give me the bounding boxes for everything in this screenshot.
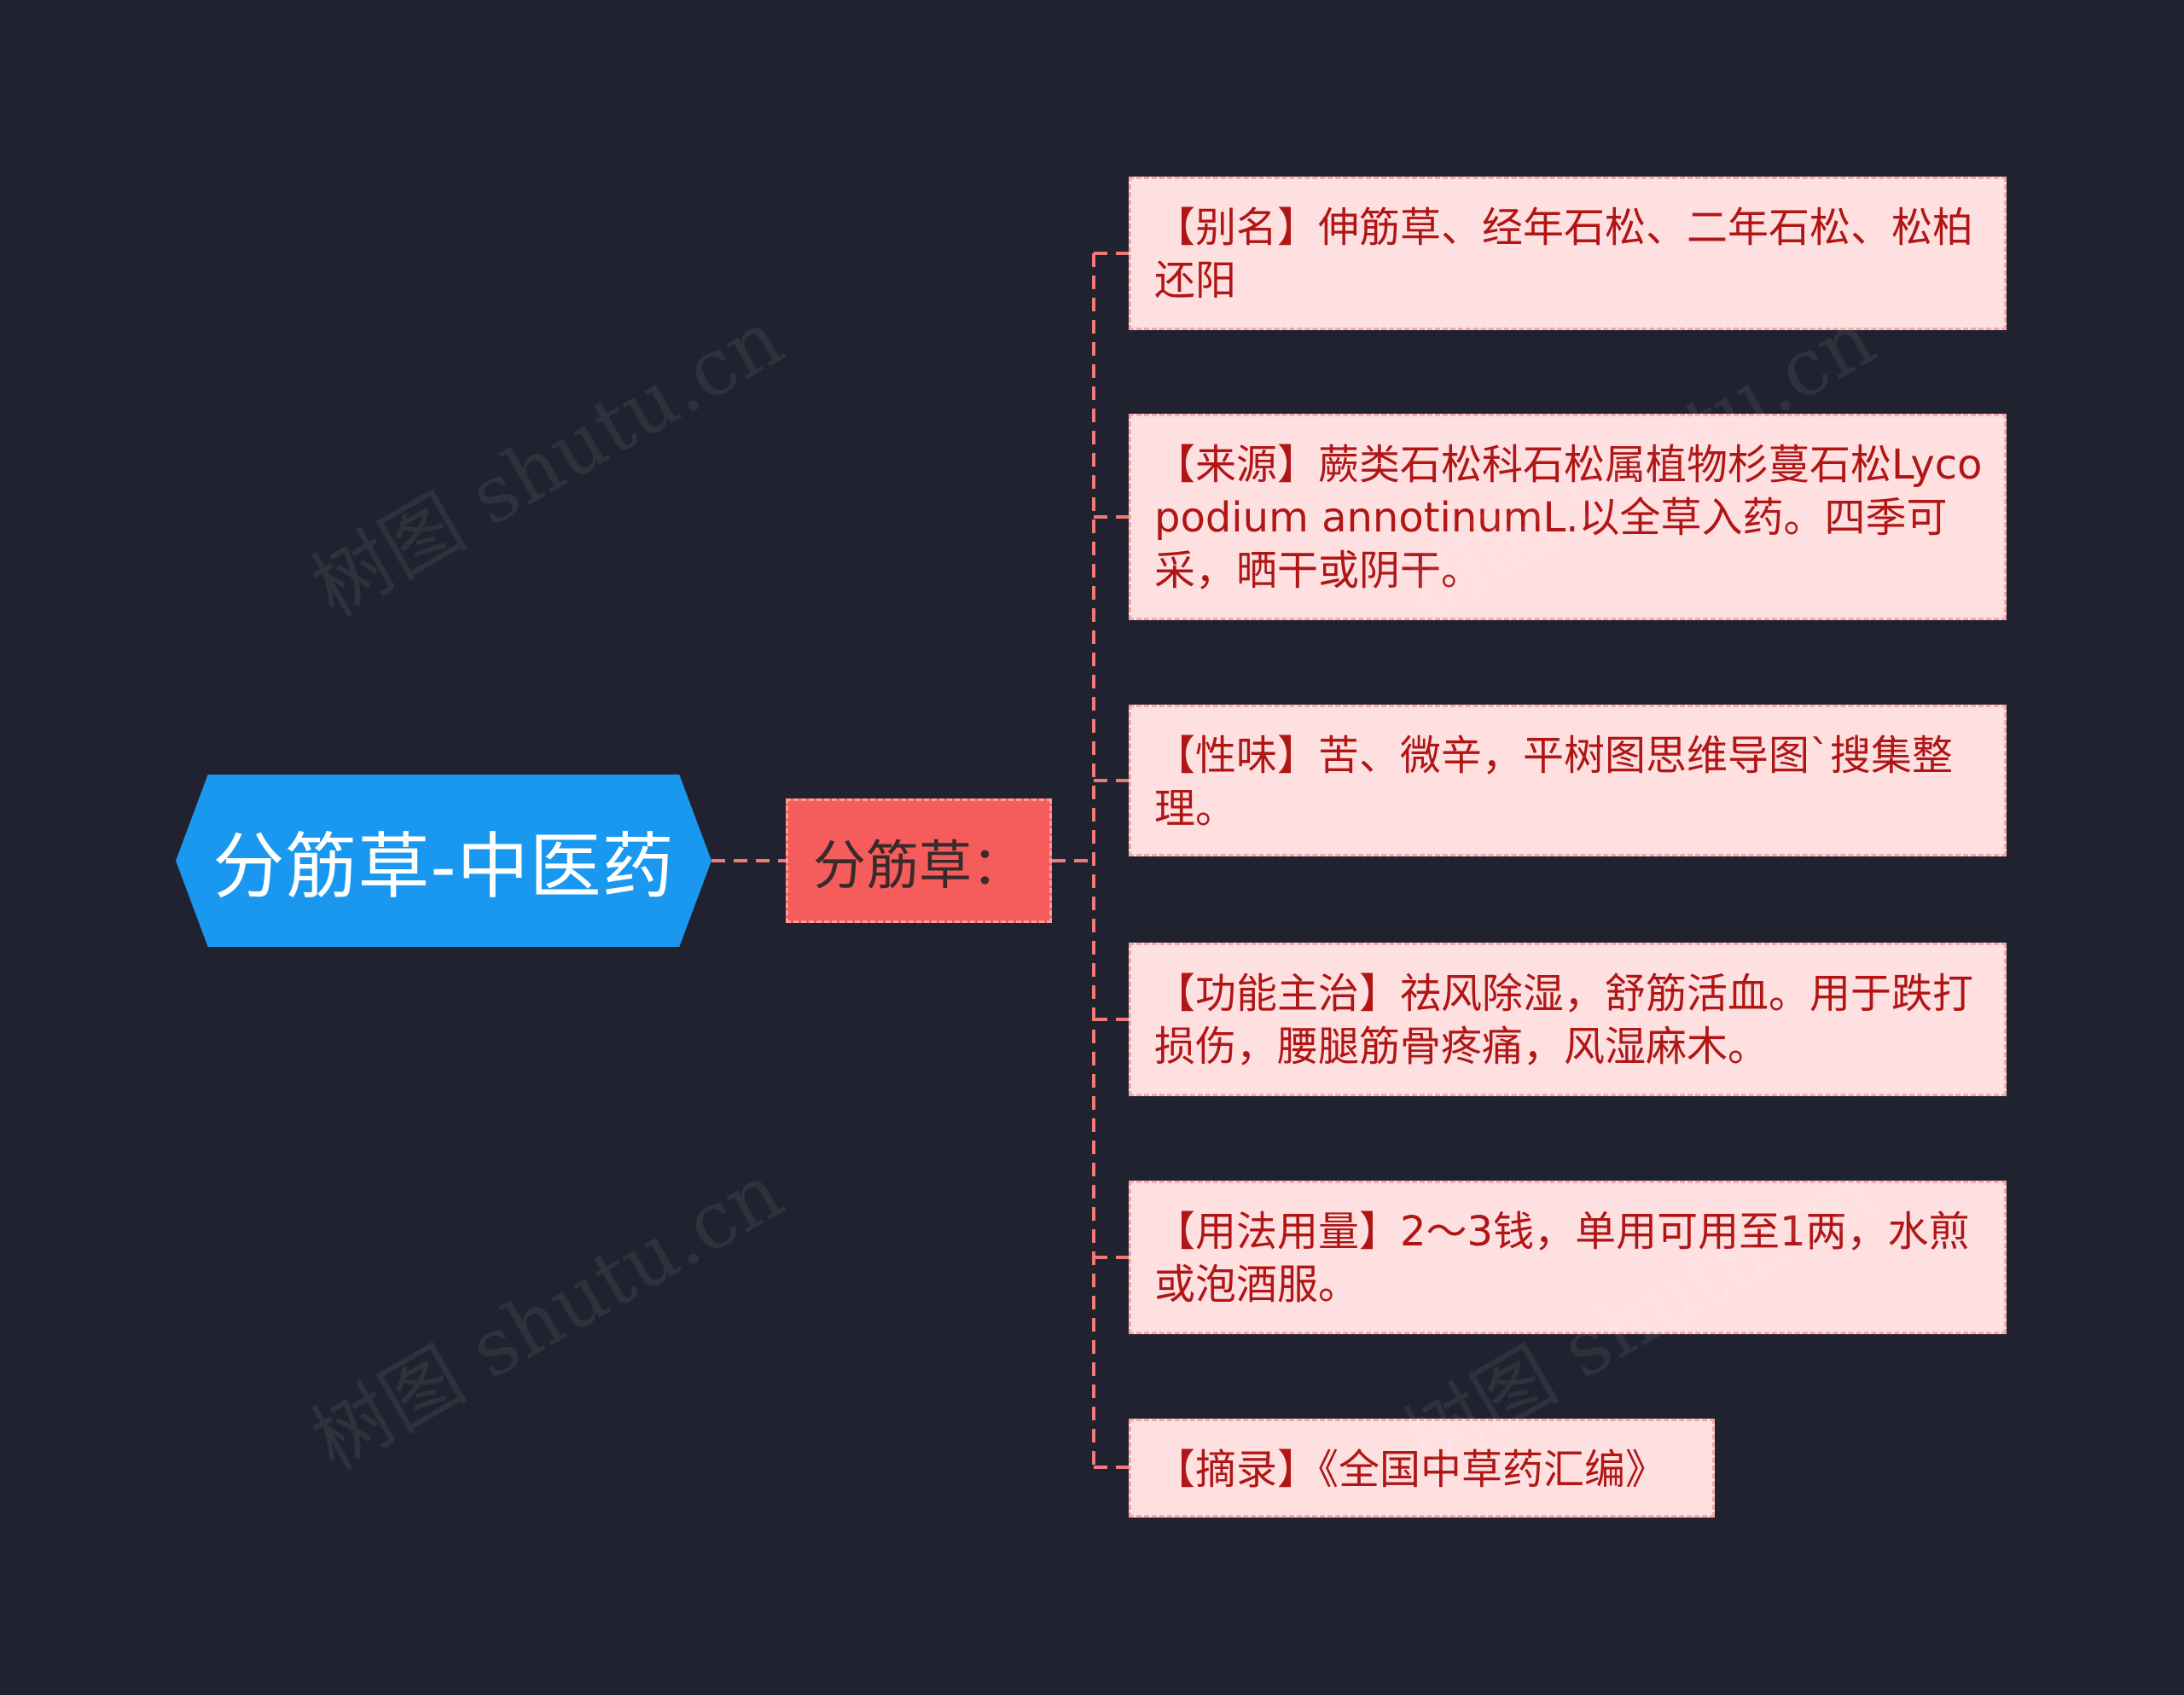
branch-node[interactable]: 分筋草： xyxy=(786,798,1052,923)
leaf-node-function[interactable]: 【功能主治】祛风除湿，舒筋活血。用于跌打损伤，腰腿筋骨疼痛，风湿麻木。 xyxy=(1129,943,2007,1096)
leaf-text: 【别名】伸筋草、经年石松、二年石松、松柏还阳 xyxy=(1154,204,1974,305)
root-node-label: 分筋草-中医药 xyxy=(212,824,675,908)
leaf-text: 【摘录】《全国中草药汇编》 xyxy=(1154,1446,1667,1494)
root-node[interactable]: 分筋草-中医药 xyxy=(176,775,712,947)
leaf-node-excerpt[interactable]: 【摘录】《全国中草药汇编》 xyxy=(1129,1419,1715,1518)
leaf-node-alias[interactable]: 【别名】伸筋草、经年石松、二年石松、松柏还阳 xyxy=(1129,177,2007,330)
leaf-text: 【用法用量】2～3钱，单用可用至1两，水煎或泡酒服。 xyxy=(1154,1208,1970,1309)
leaf-text: 【来源】蕨类石松科石松属植物杉蔓石松Lycopodium annotinumL.… xyxy=(1154,441,1983,595)
leaf-node-source[interactable]: 【来源】蕨类石松科石松属植物杉蔓石松Lycopodium annotinumL.… xyxy=(1129,414,2007,620)
leaf-text: 【功能主治】祛风除湿，舒筋活血。用于跌打损伤，腰腿筋骨疼痛，风湿麻木。 xyxy=(1154,970,1974,1071)
leaf-node-taste[interactable]: 【性味】苦、微辛，平树图思维导图`搜集整理。 xyxy=(1129,705,2007,856)
branch-node-label: 分筋草： xyxy=(812,834,1025,897)
leaf-node-usage[interactable]: 【用法用量】2～3钱，单用可用至1两，水煎或泡酒服。 xyxy=(1129,1181,2007,1334)
leaf-text: 【性味】苦、微辛，平树图思维导图`搜集整理。 xyxy=(1154,732,1954,833)
